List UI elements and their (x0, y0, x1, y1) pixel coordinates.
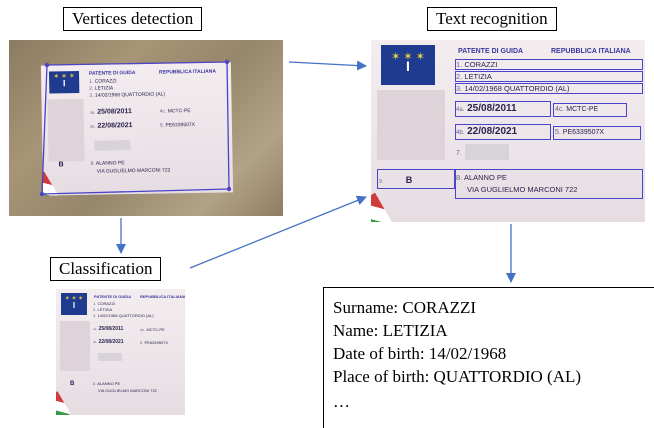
eu-flag-icon: ✶ ✶ ✶ I (381, 45, 435, 85)
classification-card: ✶ ✶ ✶ I PATENTE DI GUIDA REPUBBLICA ITAL… (56, 289, 185, 415)
text-box-residence (455, 169, 643, 199)
text-box-issue-date (455, 101, 551, 117)
result-ellipsis: … (333, 392, 350, 411)
card-header-left: PATENTE DI GUIDA (458, 48, 524, 55)
holder-photo-area (60, 321, 90, 371)
detected-quadrilateral (39, 59, 232, 197)
signature-area (465, 144, 509, 160)
result-surname: Surname: CORAZZI (333, 298, 477, 317)
arrow-classification-to-recognition (189, 195, 367, 269)
card-residence-2: VIA GUGLIELMO MARCONI 722 (98, 388, 157, 393)
eu-flag-icon: ✶ ✶ ✶ I (61, 293, 87, 315)
card-authority: 4c. MCTC-PE (555, 106, 599, 113)
result-date-of-birth: Date of birth: 14/02/1968 (333, 344, 507, 363)
result-name: Name: LETIZIA (333, 321, 448, 340)
card-residence-1: 8. ALANNO PE (93, 381, 121, 386)
recognition-result-box: Surname: CORAZZI Name: LETIZIA Date of b… (323, 287, 654, 428)
arrow-detection-to-recognition (288, 60, 367, 71)
card-header-right: REPUBBLICA ITALIANA (551, 48, 631, 55)
recognition-card: ✶ ✶ ✶ I PATENTE DI GUIDA REPUBBLICA ITAL… (371, 40, 645, 222)
card-header-left: PATENTE DI GUIDA (94, 294, 132, 299)
card-issue-date: 4a. 25/08/2011 (456, 103, 517, 114)
card-birth: 3. 14/02/1968 QUATTORDIO (AL) (93, 313, 154, 318)
card-category: 9. B (379, 175, 413, 185)
holder-photo-area (377, 90, 445, 160)
vertices-detection-photo: ✶ ✶ ✶ I PATENTE DI GUIDA REPUBBLICA ITAL… (9, 40, 283, 216)
classification-photo: ✶ ✶ ✶ I PATENTE DI GUIDA REPUBBLICA ITAL… (56, 289, 185, 415)
card-issue-date: 4a. 25/08/2011 (93, 326, 124, 332)
card-birth: 3. 14/02/1968 QUATTORDIO (AL) (456, 84, 570, 93)
text-recognition-photo: ✶ ✶ ✶ I PATENTE DI GUIDA REPUBBLICA ITAL… (371, 40, 645, 222)
signature-area (98, 353, 122, 361)
card-surname: 1. CORAZZI (93, 301, 116, 306)
text-box-category (377, 169, 455, 189)
card-number: 5. PE6339507X (140, 340, 169, 345)
text-box-birth (455, 83, 643, 94)
text-box-name (455, 71, 643, 82)
classification-label: Classification (50, 257, 162, 281)
card-header-right: REPUBBLICA ITALIANA (140, 294, 185, 299)
text-recognition-label: Text recognition (427, 7, 557, 31)
card-expiry-date: 4b. 22/08/2021 (93, 339, 124, 345)
text-box-expiry-date (455, 124, 551, 140)
card-residence-1: 8. ALANNO PE (456, 173, 507, 182)
card-name: 2. LETIZIA (456, 72, 492, 81)
card-name: 2. LETIZIA (93, 307, 113, 312)
card-number: 5. PE6339507X (555, 129, 605, 136)
card-field-7: 7. (456, 150, 462, 157)
card-surname: 1. CORAZZI (456, 60, 498, 69)
card-category: B (70, 381, 75, 387)
card-authority: 4c. MCTC-PE (140, 327, 165, 332)
card-expiry-date: 4b. 22/08/2021 (456, 126, 518, 137)
text-box-authority (553, 103, 627, 117)
card-residence-2: VIA GUGLIELMO MARCONI 722 (467, 185, 578, 194)
text-box-surname (455, 59, 643, 70)
text-box-number (553, 126, 641, 140)
vertices-detection-label: Vertices detection (63, 7, 203, 31)
result-place-of-birth: Place of birth: QUATTORDIO (AL) (333, 367, 582, 386)
